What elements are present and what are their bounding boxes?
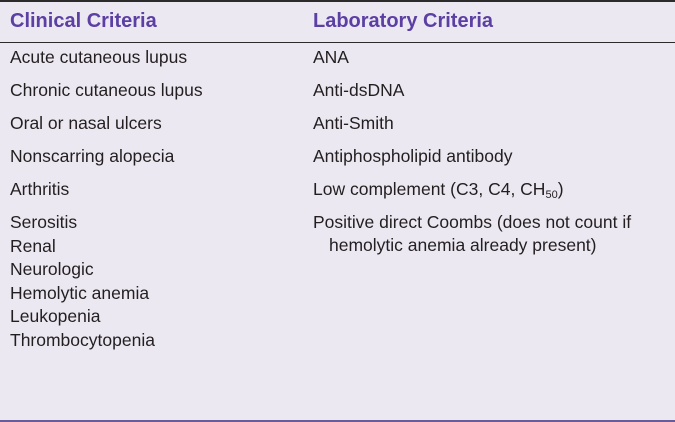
clinical-item: Leukopenia	[10, 306, 101, 326]
clinical-criteria-column: Acute cutaneous lupus Chronic cutaneous …	[10, 46, 300, 352]
clinical-item: Renal	[10, 235, 56, 256]
low-complement-text: Low complement (C3, C4, CH	[313, 179, 546, 199]
clinical-item: Acute cutaneous lupus	[10, 47, 188, 67]
clinical-item: Neurologic	[10, 259, 94, 279]
clinical-item: Nonscarring alopecia	[10, 146, 175, 166]
clinical-item: Oral or nasal ulcers	[10, 113, 162, 133]
laboratory-item-coombs: Positive direct Coombs (does not count i…	[313, 211, 668, 257]
clinical-item: Thrombocytopenia	[10, 329, 155, 350]
coombs-line-2: hemolytic anemia already present)	[329, 235, 597, 255]
clinical-item: Chronic cutaneous lupus	[10, 80, 203, 100]
clinical-item: Hemolytic anemia	[10, 282, 150, 303]
laboratory-item: Anti-dsDNA	[313, 80, 405, 100]
laboratory-item: Antiphospholipid antibody	[313, 146, 513, 166]
low-complement-close: )	[557, 179, 564, 199]
coombs-line-1: Positive direct Coombs (does not count i…	[313, 212, 632, 232]
laboratory-item-low-complement: Low complement (C3, C4, CH50)	[313, 178, 668, 211]
laboratory-item: Anti-Smith	[313, 113, 394, 133]
clinical-item: Serositis	[10, 212, 78, 232]
clinical-criteria-header: Clinical Criteria	[10, 10, 157, 32]
table-header-row: Clinical Criteria Laboratory Criteria	[0, 2, 675, 43]
laboratory-item: ANA	[313, 47, 349, 67]
laboratory-criteria-header: Laboratory Criteria	[313, 10, 494, 32]
clinical-item: Arthritis	[10, 179, 70, 199]
ch50-subscript: 50	[545, 189, 558, 201]
laboratory-criteria-column: ANA Anti-dsDNA Anti-Smith Antiphospholip…	[313, 46, 668, 257]
